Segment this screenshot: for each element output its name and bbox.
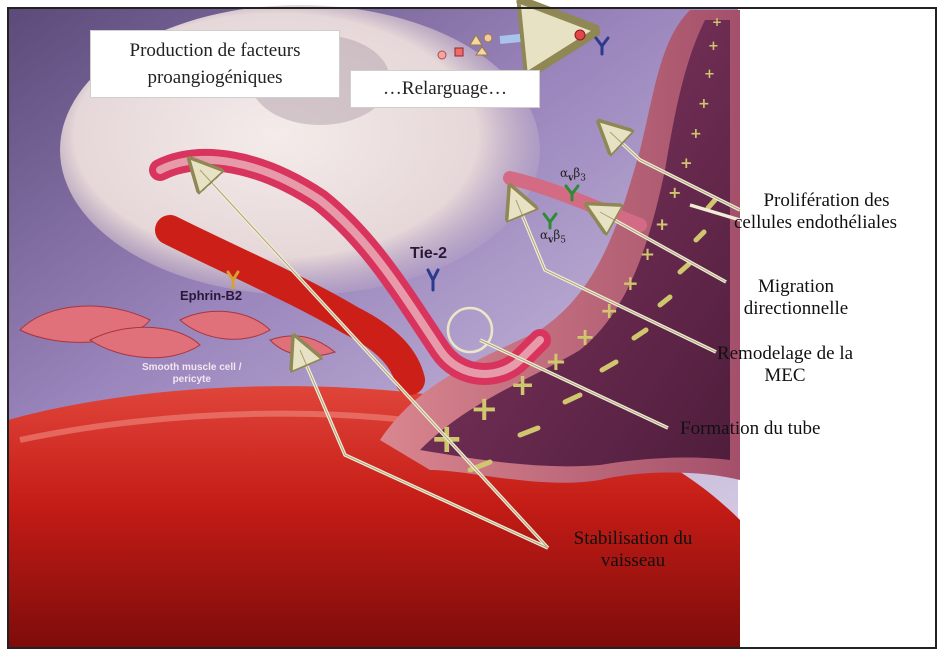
label-migration: Migration directionnelle xyxy=(716,276,876,320)
integrin-avb5-label: αvβ5 xyxy=(540,228,566,245)
svg-text:+: + xyxy=(680,154,693,172)
label-formation: Formation du tube xyxy=(680,418,820,440)
migration-line2: directionnelle xyxy=(716,298,876,320)
stabilisation-line1: Stabilisation du xyxy=(550,528,716,550)
svg-text:+: + xyxy=(690,126,702,142)
tie2-label: Tie-2 xyxy=(410,245,447,263)
relarguage-text: …Relarguage… xyxy=(383,78,507,99)
svg-text:+: + xyxy=(622,271,639,295)
label-remodelage: Remodelage de la MEC xyxy=(700,343,870,387)
migration-line1: Migration xyxy=(716,276,876,298)
production-box: Production de facteurs proangiogéniques xyxy=(90,30,340,98)
svg-text:+: + xyxy=(708,39,719,54)
ephrin-label: Ephrin-B2 xyxy=(180,288,242,303)
svg-text:+: + xyxy=(510,368,535,403)
relarguage-box: …Relarguage… xyxy=(350,70,540,108)
svg-text:+: + xyxy=(640,244,655,265)
svg-text:+: + xyxy=(655,215,669,235)
remodelage-line2: MEC xyxy=(700,365,870,387)
white-right-strip xyxy=(738,8,939,648)
proliferation-line2: cellules endothéliales xyxy=(734,212,897,234)
stabilisation-line2: vaisseau xyxy=(550,550,716,572)
svg-text:+: + xyxy=(668,183,681,202)
label-stabilisation: Stabilisation du vaisseau xyxy=(550,528,716,572)
formation-text: Formation du tube xyxy=(680,418,820,439)
svg-text:+: + xyxy=(704,67,715,82)
remodelage-line1: Remodelage de la xyxy=(700,343,870,365)
svg-text:+: + xyxy=(470,389,499,429)
svg-text:+: + xyxy=(712,15,722,29)
production-line2: proangiogéniques xyxy=(91,64,339,91)
svg-text:+: + xyxy=(575,323,595,351)
smooth-muscle-label: Smooth muscle cell / pericyte xyxy=(142,362,241,386)
proliferation-line1: Prolifération des xyxy=(756,190,897,212)
label-proliferation: Prolifération des cellules endothéliales xyxy=(756,190,897,234)
production-line1: Production de facteurs xyxy=(91,37,339,64)
integrin-avb3-label: αvβ3 xyxy=(560,166,586,183)
svg-text:+: + xyxy=(698,96,710,112)
